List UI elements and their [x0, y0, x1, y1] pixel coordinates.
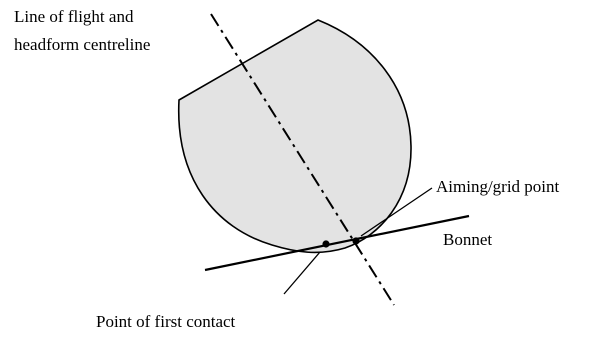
line-of-flight-label-line-1: Line of flight and: [14, 7, 134, 26]
first-contact-label: Point of first contact: [96, 312, 236, 331]
bonnet-line: [204, 214, 470, 272]
first-contact-leader: [283, 251, 321, 295]
line-of-flight-centreline: [210, 13, 395, 306]
line-of-flight-label-line-2: headform centreline: [14, 35, 150, 54]
aiming-point-leader: [360, 187, 433, 237]
aiming-grid-point: [352, 237, 360, 245]
aiming-point-label: Aiming/grid point: [436, 177, 560, 196]
bonnet-label: Bonnet: [443, 230, 492, 249]
headform-shape: [177, 19, 412, 254]
first-contact-point: [322, 240, 330, 248]
